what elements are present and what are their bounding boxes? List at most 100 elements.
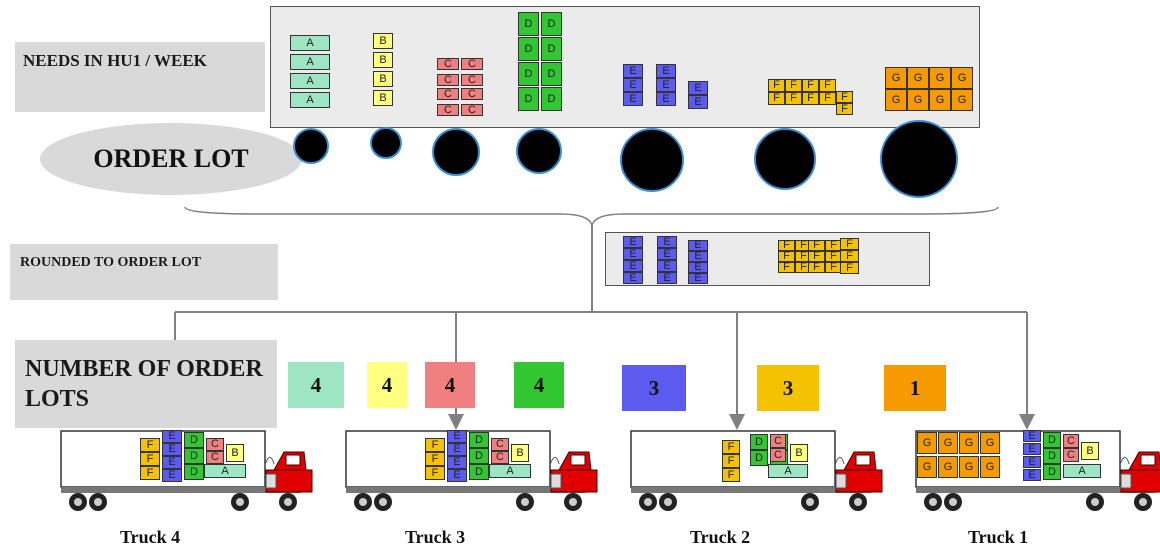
- part-box-g: G: [938, 456, 958, 478]
- part-box-b: B: [373, 90, 393, 106]
- part-box-g: G: [917, 456, 937, 478]
- part-box-b: B: [1081, 442, 1099, 460]
- part-box-c: C: [770, 448, 786, 462]
- part-box-f: F: [840, 250, 859, 262]
- part-box-f: F: [722, 468, 740, 482]
- part-box-g: G: [917, 432, 937, 454]
- part-box-e: E: [447, 430, 467, 443]
- part-box-c: C: [206, 438, 224, 451]
- part-box-d: D: [184, 448, 204, 464]
- part-box-f: F: [425, 452, 445, 466]
- part-box-g: G: [929, 89, 951, 111]
- part-box-d: D: [541, 87, 562, 111]
- part-box-a: A: [1063, 464, 1101, 478]
- part-box-e: E: [688, 273, 708, 284]
- part-box-e: E: [656, 92, 676, 106]
- part-box-f: F: [802, 79, 819, 92]
- truck-label-1: Truck 1: [968, 527, 1029, 547]
- part-box-f: F: [778, 251, 795, 262]
- number-of-lots-label: NUMBER OF ORDER LOTS: [15, 340, 277, 428]
- part-box-g: G: [959, 456, 979, 478]
- part-box-e: E: [688, 95, 708, 109]
- part-box-g: G: [951, 67, 973, 89]
- part-box-f: F: [836, 103, 853, 115]
- part-box-e: E: [688, 262, 708, 273]
- part-box-e: E: [623, 272, 643, 284]
- part-box-e: E: [162, 430, 182, 443]
- part-box-f: F: [722, 454, 740, 468]
- part-box-e: E: [162, 456, 182, 469]
- part-box-a: A: [290, 73, 330, 89]
- part-box-f: F: [425, 466, 445, 480]
- part-box-f: F: [768, 79, 785, 92]
- part-box-f: F: [840, 238, 859, 250]
- part-box-g: G: [907, 67, 929, 89]
- part-box-e: E: [623, 64, 643, 78]
- part-box-f: F: [778, 262, 795, 273]
- order-lot-dot: [620, 128, 684, 192]
- part-box-f: F: [722, 440, 740, 454]
- part-box-c: C: [461, 104, 483, 116]
- part-box-c: C: [461, 74, 483, 86]
- part-box-e: E: [162, 469, 182, 482]
- part-box-c: C: [1063, 448, 1079, 462]
- part-box-a: A: [204, 464, 246, 478]
- part-box-e: E: [447, 469, 467, 482]
- part-box-f: F: [140, 466, 160, 480]
- truck-label-4: Truck 4: [120, 527, 181, 547]
- part-box-b: B: [373, 33, 393, 49]
- part-box-a: A: [768, 464, 808, 478]
- part-box-d: D: [1043, 432, 1061, 448]
- part-box-a: A: [489, 464, 531, 478]
- part-box-c: C: [1063, 434, 1079, 448]
- part-box-g: G: [907, 89, 929, 111]
- part-box-d: D: [469, 448, 489, 464]
- part-box-e: E: [688, 240, 708, 251]
- part-box-e: E: [656, 64, 676, 78]
- truck-label-3: Truck 3: [405, 527, 466, 547]
- part-box-e: E: [1023, 430, 1041, 442]
- part-box-e: E: [657, 272, 677, 284]
- part-box-d: D: [750, 434, 768, 450]
- part-box-g: G: [951, 89, 973, 111]
- count-box-f: 3: [757, 365, 819, 411]
- part-box-f: F: [140, 438, 160, 452]
- part-box-b: B: [373, 52, 393, 68]
- part-box-f: F: [778, 240, 795, 251]
- part-box-a: A: [290, 54, 330, 70]
- part-box-e: E: [623, 260, 643, 272]
- part-box-g: G: [885, 67, 907, 89]
- part-box-c: C: [437, 58, 459, 70]
- part-box-e: E: [623, 92, 643, 106]
- part-box-d: D: [1043, 448, 1061, 464]
- part-box-c: C: [770, 434, 786, 448]
- needs-label: NEEDS IN HU1 / WEEK: [15, 42, 265, 112]
- part-box-e: E: [1023, 443, 1041, 455]
- order-lot-brace: [184, 206, 999, 227]
- part-box-e: E: [688, 81, 708, 95]
- part-box-f: F: [836, 91, 853, 103]
- order-lot-dot: [754, 128, 816, 190]
- part-box-b: B: [373, 71, 393, 87]
- count-box-d: 4: [514, 362, 564, 408]
- part-box-b: B: [790, 444, 808, 462]
- part-box-b: B: [226, 444, 244, 462]
- order-lot-dot: [880, 120, 958, 198]
- part-box-d: D: [1043, 464, 1061, 480]
- rounded-panel: [605, 232, 930, 286]
- part-box-b: B: [511, 444, 529, 462]
- truck-label-2: Truck 2: [690, 527, 751, 547]
- part-box-f: F: [802, 92, 819, 105]
- part-box-d: D: [518, 12, 539, 36]
- part-box-d: D: [541, 12, 562, 36]
- part-box-d: D: [750, 450, 768, 466]
- count-box-b: 4: [367, 362, 407, 408]
- count-box-c: 4: [425, 362, 475, 408]
- part-box-c: C: [491, 451, 509, 464]
- part-box-e: E: [1023, 469, 1041, 481]
- order-lot-label: ORDER LOT: [40, 123, 302, 195]
- part-box-f: F: [785, 79, 802, 92]
